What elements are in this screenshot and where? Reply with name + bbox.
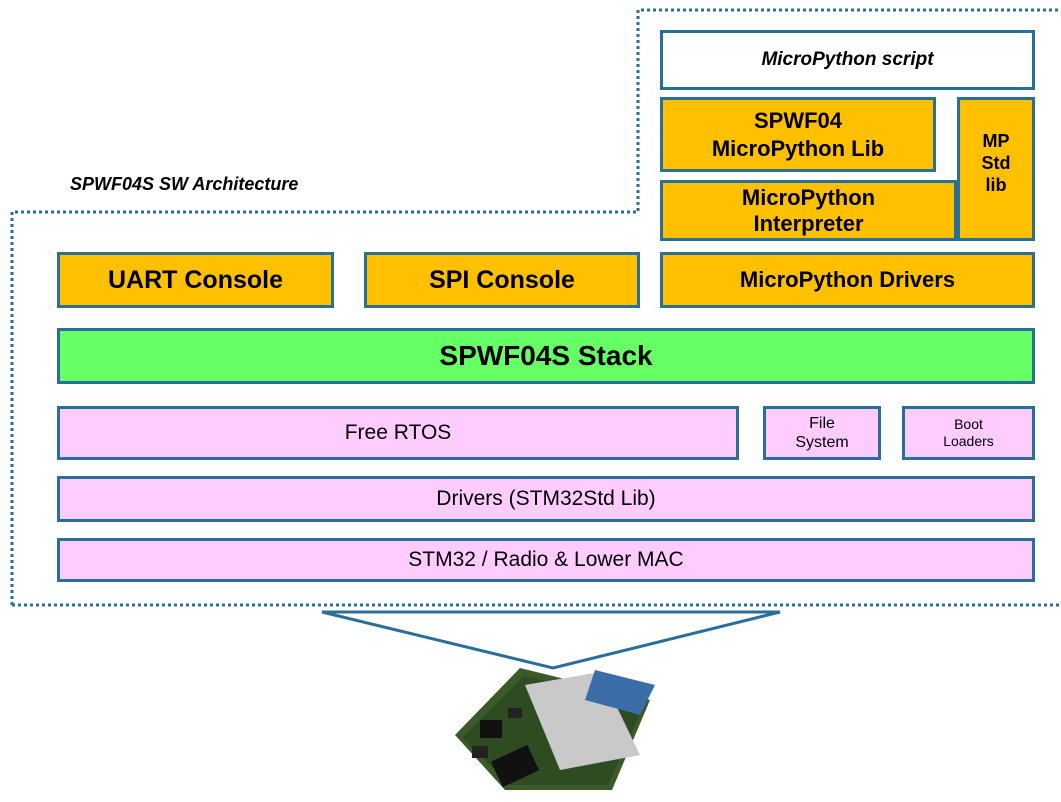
file-system-block: File System <box>763 406 881 460</box>
micropython-drivers-block: MicroPython Drivers <box>660 252 1035 308</box>
drivers-block: Drivers (STM32Std Lib) <box>57 476 1035 522</box>
boot-loaders-line2: Loaders <box>943 433 994 449</box>
micropython-drivers-label: MicroPython Drivers <box>739 267 956 292</box>
stm32-radio-block: STM32 / Radio & Lower MAC <box>57 538 1035 582</box>
spi-console-label: SPI Console <box>429 265 575 294</box>
mp-std-lib-line1: MP <box>982 131 1010 151</box>
micropython-script-block: MicroPython script <box>660 30 1035 90</box>
uart-console-label: UART Console <box>108 265 283 294</box>
boot-loaders-line1: Boot <box>954 416 983 432</box>
micropython-script-label: MicroPython script <box>761 49 934 70</box>
uart-console-block: UART Console <box>57 252 334 308</box>
wifi-module-board <box>455 668 655 790</box>
spwf04-lib-line2: MicroPython Lib <box>711 135 885 161</box>
spwf04-lib-line1: SPWF04 <box>753 107 843 133</box>
stack-label: SPWF04S Stack <box>439 340 653 371</box>
funnel-lines <box>321 610 781 670</box>
architecture-dotted-border <box>10 8 1061 605</box>
interpreter-line1: MicroPython <box>741 184 876 210</box>
stm32-label: STM32 / Radio & Lower MAC <box>408 548 684 571</box>
file-system-line2: System <box>795 434 849 451</box>
file-system-line1: File <box>809 415 835 432</box>
boot-loaders-block: Boot Loaders <box>902 406 1035 460</box>
spwf04s-stack-block: SPWF04S Stack <box>57 328 1035 384</box>
mp-std-lib-block: MP Std lib <box>957 97 1035 241</box>
spwf04-micropython-lib-block: SPWF04 MicroPython Lib <box>660 97 936 172</box>
free-rtos-block: Free RTOS <box>57 406 739 460</box>
drivers-label: Drivers (STM32Std Lib) <box>436 487 656 510</box>
mp-std-lib-line3: lib <box>985 175 1007 195</box>
architecture-title: SPWF04S SW Architecture <box>70 174 299 194</box>
mp-std-lib-line2: Std <box>981 153 1011 173</box>
spi-console-block: SPI Console <box>364 252 640 308</box>
free-rtos-label: Free RTOS <box>344 421 452 444</box>
interpreter-line2: Interpreter <box>753 210 864 236</box>
micropython-interpreter-block: MicroPython Interpreter <box>660 180 957 241</box>
